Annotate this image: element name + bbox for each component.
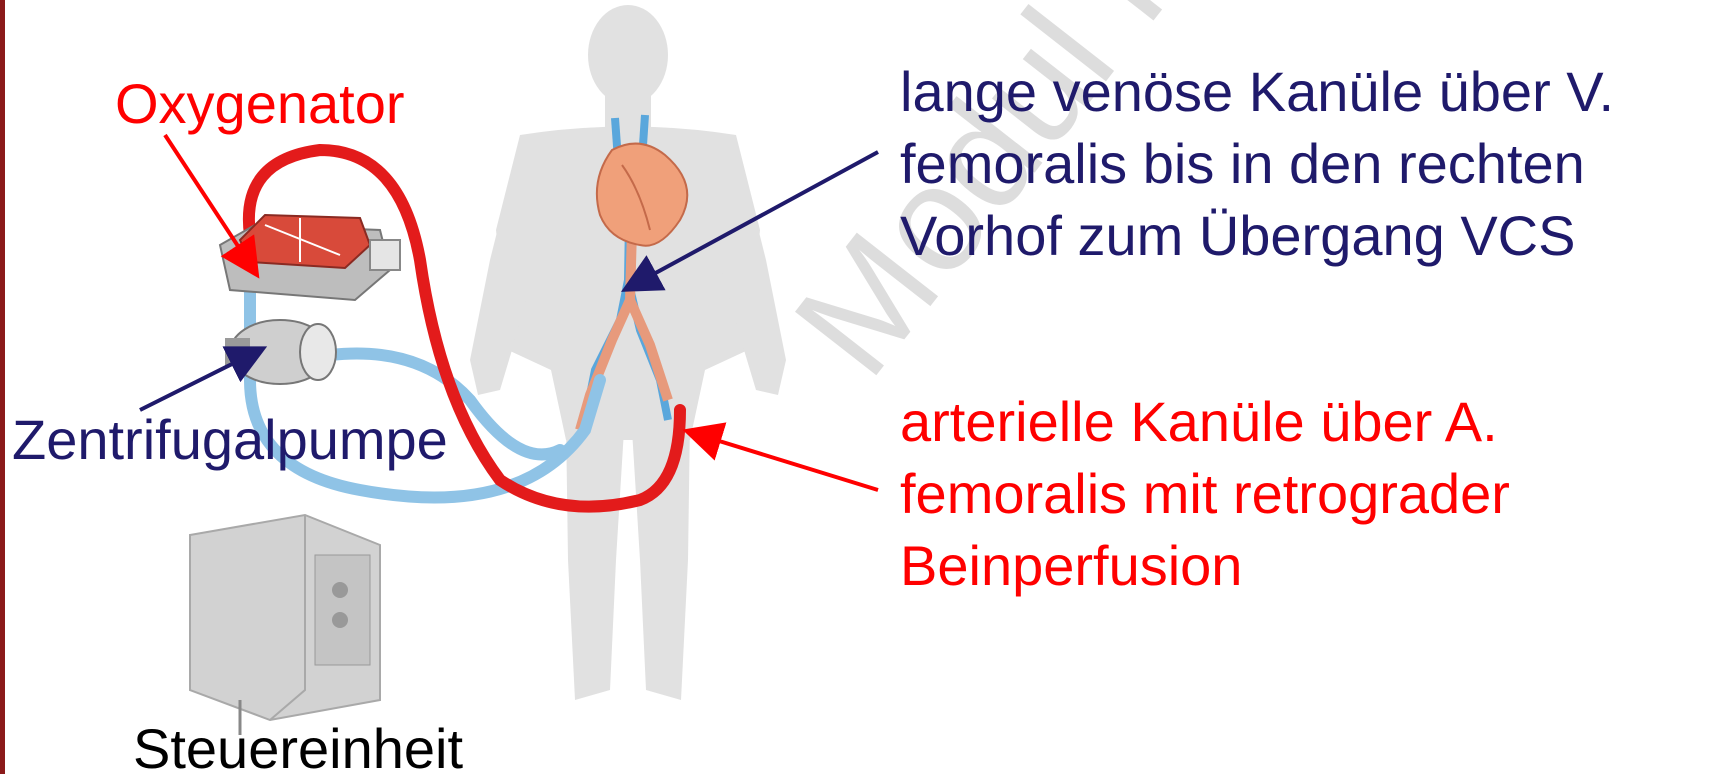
venous-line-2: femoralis bis in den rechten [900,128,1614,200]
human-body-silhouette [470,5,786,700]
arterial-line-2: femoralis mit retrograder [900,458,1510,530]
venous-line-3: Vorhof zum Übergang VCS [900,200,1614,272]
oxygenator-label: Oxygenator [115,68,405,140]
arterial-arrow [690,432,878,490]
control-console-icon [190,515,380,735]
venous-cannula-label: lange venöse Kanüle über V. femoralis bi… [900,56,1614,272]
arterial-line-1: arterielle Kanüle über A. [900,386,1510,458]
centrifugal-pump-icon [225,320,336,384]
venous-line-1: lange venöse Kanüle über V. [900,56,1614,128]
arterial-line-3: Beinperfusion [900,530,1510,602]
pump-label: Zentrifugalpumpe [12,404,448,476]
pump-arrow [140,350,260,410]
arterial-cannula-label: arterielle Kanüle über A. femoralis mit … [900,386,1510,602]
oxygenator-arrow [165,135,255,272]
control-unit-label: Steuereinheit [133,713,463,774]
